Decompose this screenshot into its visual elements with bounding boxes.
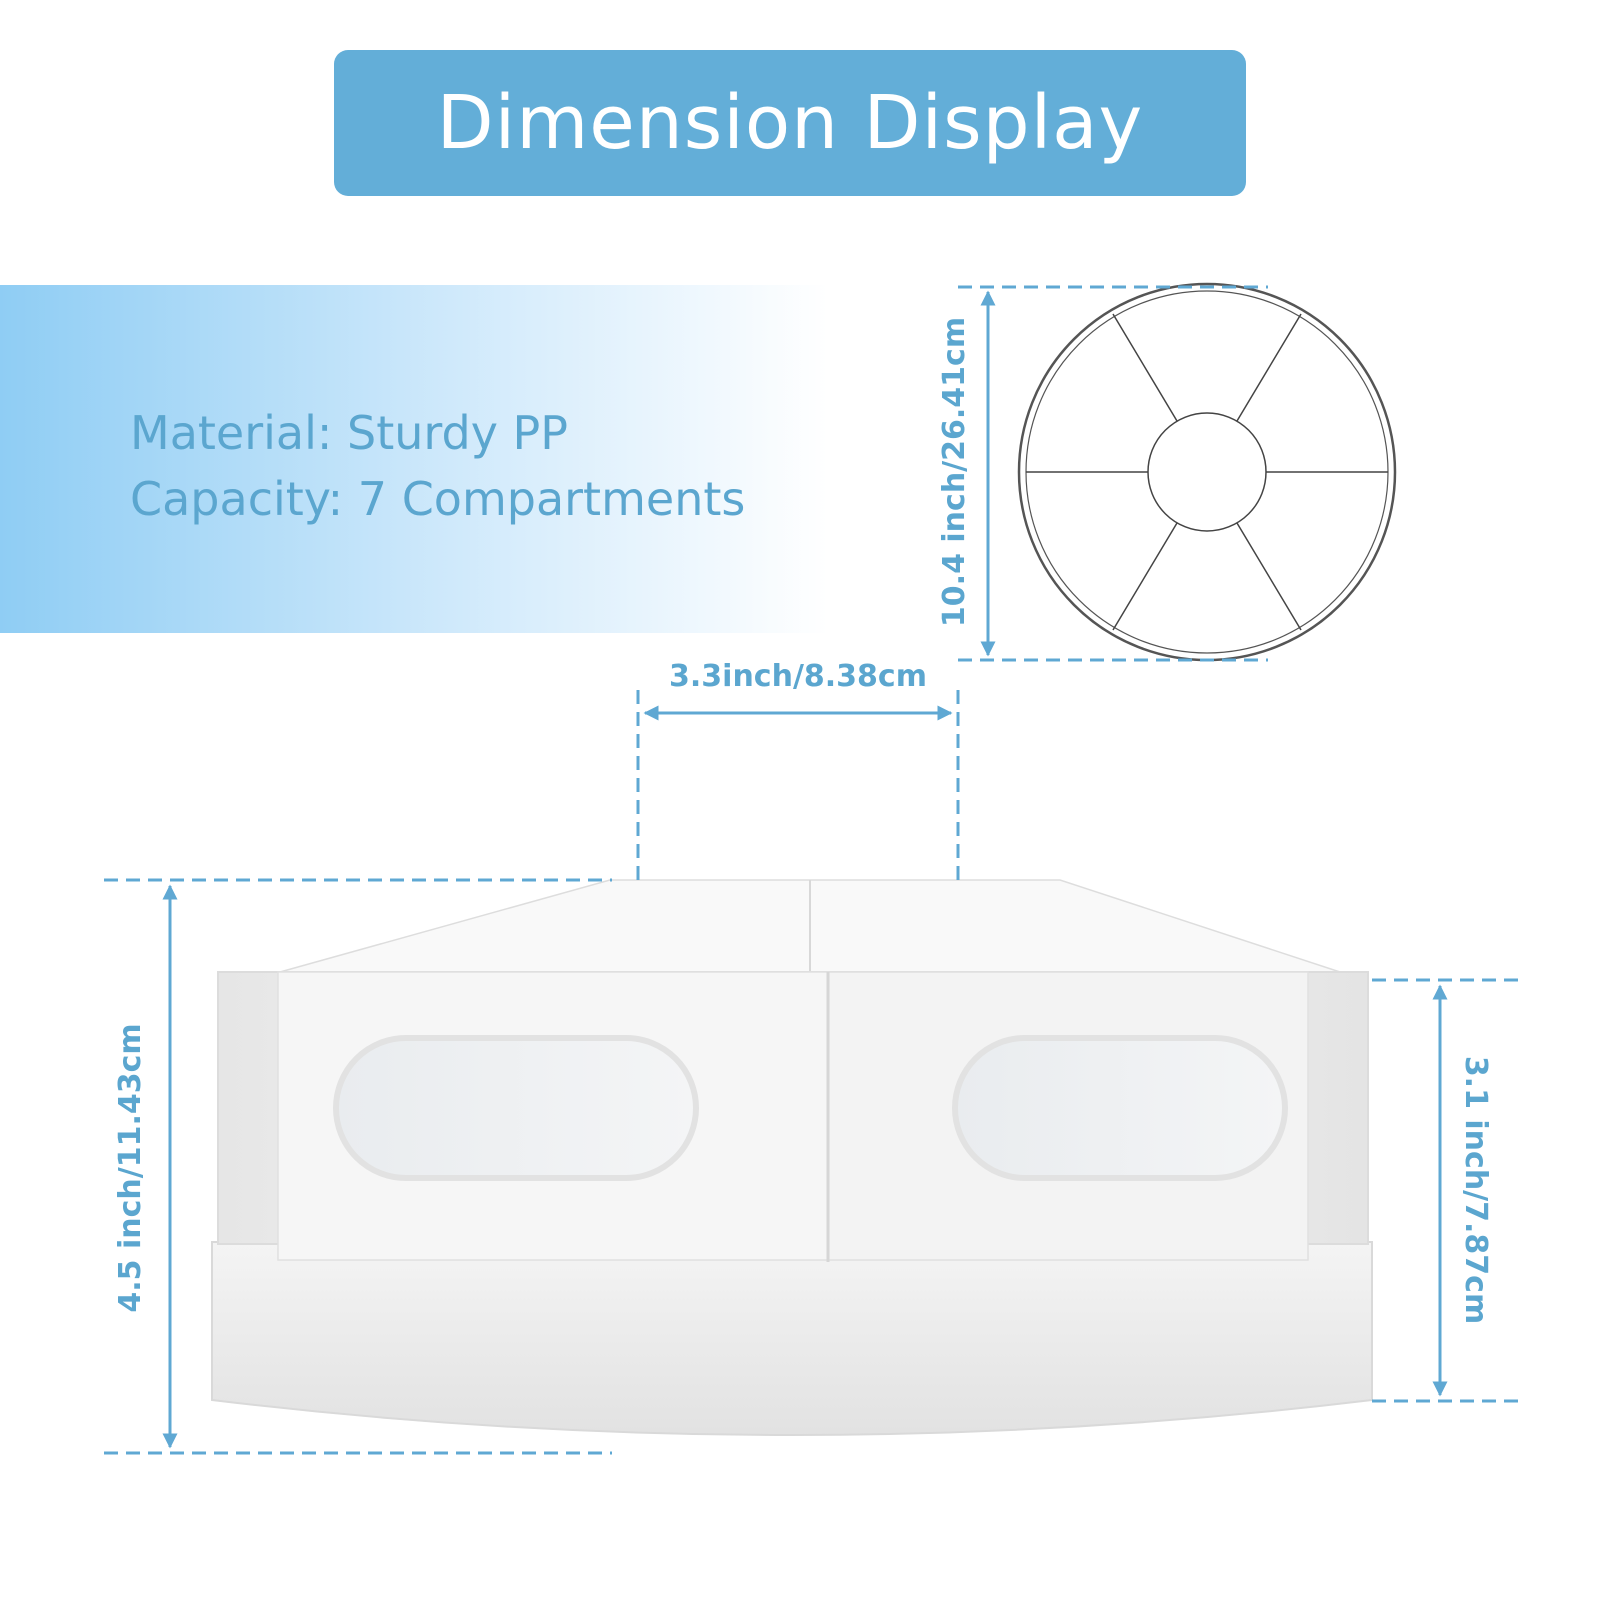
right-window	[952, 1035, 1288, 1181]
compartment-width-label: 3.3inch/8.38cm	[669, 659, 927, 694]
spec-list: Material: Sturdy PP Capacity: 7 Compartm…	[130, 400, 745, 532]
page-title: Dimension Display	[436, 80, 1144, 166]
title-banner: Dimension Display	[334, 50, 1246, 196]
product-photo	[211, 879, 1373, 1436]
base-height-label: 3.1 inch/7.87cm	[1458, 1056, 1493, 1324]
diameter-label: 10.4 inch/26.41cm	[937, 317, 972, 627]
base-height-dimension: 3.1 inch/7.87cm	[1372, 978, 1520, 1403]
total-height-dimension: 4.5 inch/11.43cm	[104, 878, 612, 1455]
material-spec: Material: Sturdy PP	[130, 406, 569, 460]
capacity-spec: Capacity: 7 Compartments	[130, 472, 746, 526]
left-window	[333, 1035, 699, 1181]
total-height-label: 4.5 inch/11.43cm	[113, 1023, 148, 1312]
divider-lines	[1026, 313, 1388, 631]
compartment-width-dimension: 3.3inch/8.38cm	[636, 659, 960, 884]
spec-band	[0, 285, 900, 633]
center-hub	[1147, 412, 1267, 532]
diameter-dimension: 10.4 inch/26.41cm	[937, 285, 1268, 662]
top-view-diagram	[1017, 282, 1397, 662]
